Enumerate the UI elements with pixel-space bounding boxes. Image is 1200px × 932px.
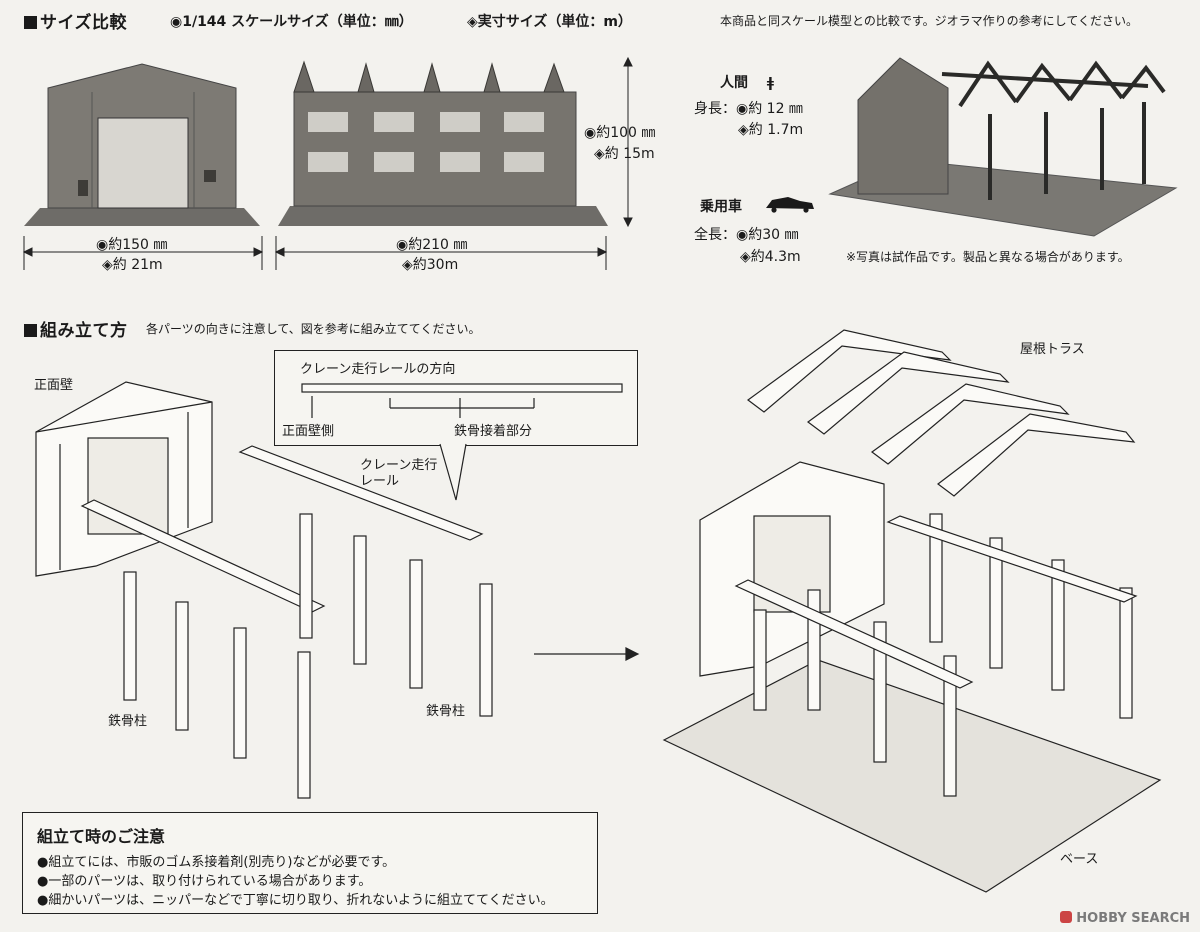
- car-icon: [766, 197, 814, 213]
- notice-title: 組立て時のご注意: [37, 827, 166, 846]
- notice-item-1: ●組立てには、市販のゴム系接着剤(別売り)などが必要です。: [37, 855, 396, 870]
- car-length-scale: 全長：◉約30 ㎜: [694, 227, 799, 243]
- assembled-rail-right: [886, 515, 1138, 603]
- base-label: ベース: [1060, 852, 1099, 867]
- hobby-search-logo-icon: [1060, 911, 1073, 923]
- hobby-search-watermark: HOBBY SEARCH: [1060, 911, 1190, 926]
- legend-scale: ◉1/144 スケールサイズ（単位：㎜）: [170, 14, 413, 30]
- crane-rail-left: [80, 499, 326, 613]
- assembled-column-4: [943, 655, 957, 797]
- assembled-column-5: [929, 513, 943, 643]
- square-bullet-icon: [24, 16, 37, 29]
- steel-column-4: [297, 651, 311, 799]
- callout-title: クレーン走行レールの方向: [300, 362, 456, 377]
- roof-truss-3: [870, 383, 1070, 465]
- car-label: 乗用車: [700, 196, 742, 216]
- dimension-lines: [22, 56, 633, 270]
- assembled-column-3: [873, 621, 887, 763]
- size-section-heading: サイズ比較: [24, 8, 127, 33]
- size-note: 本商品と同スケール模型との比較です。ジオラマ作りの参考にしてください。: [720, 14, 1138, 28]
- assembled-column-7: [1051, 559, 1065, 691]
- human-label-text: 人間: [720, 75, 748, 91]
- assembly-section-title: 組み立て方: [40, 321, 128, 341]
- isometric-view-illustration: [828, 57, 1178, 237]
- watermark-text: HOBBY SEARCH: [1076, 911, 1190, 926]
- photo-note: ※写真は試作品です。製品と異なる場合があります。: [846, 250, 1130, 264]
- steel-column-5: [299, 513, 313, 639]
- callout-front-side: 正面壁側: [282, 424, 335, 439]
- steel-column-6: [353, 535, 367, 665]
- height-actual: ◈約 15m: [594, 146, 655, 162]
- human-figure-icon: ǂ: [766, 76, 774, 91]
- roof-truss-label: 屋根トラス: [1020, 342, 1085, 357]
- human-height-scale: 身長：◉約 12 ㎜: [694, 101, 803, 117]
- steel-column-label-right: 鉄骨柱: [426, 704, 466, 719]
- roof-truss-1: [746, 329, 952, 413]
- assembled-column-1: [753, 609, 767, 711]
- front-width-scale: ◉約150 ㎜: [96, 237, 168, 253]
- steel-column-8: [479, 583, 493, 717]
- assembly-notice-box: 組立て時のご注意 ●組立てには、市販のゴム系接着剤(別売り)などが必要です。 ●…: [22, 812, 598, 914]
- size-section-title: サイズ比較: [40, 13, 127, 33]
- photo-isometric-view: [828, 44, 1178, 240]
- roof-truss-4: [937, 413, 1136, 497]
- crane-rail-right: [238, 445, 484, 541]
- front-view-illustration: [24, 63, 260, 226]
- human-label: 人間 ǂ: [720, 72, 774, 92]
- callout-joint: 鉄骨接着部分: [454, 424, 533, 439]
- steel-column-1: [123, 571, 137, 701]
- steel-column-7: [409, 559, 423, 689]
- assembly-section-heading: 組み立て方: [24, 316, 128, 341]
- callout-rail-shape: [301, 383, 623, 393]
- car-label-text: 乗用車: [700, 199, 742, 215]
- assembled-column-8: [1119, 587, 1133, 719]
- front-wall-label: 正面壁: [34, 378, 74, 393]
- base-shape: [662, 659, 1162, 893]
- rail-direction-callout: [274, 350, 638, 446]
- notice-item-3: ●細かいパーツは、ニッパーなどで丁寧に切り取り、折れないように組立ててください。: [37, 893, 554, 908]
- human-height-actual: ◈約 1.7m: [738, 122, 804, 138]
- side-width-scale: ◉約210 ㎜: [396, 237, 468, 253]
- steel-column-3: [233, 627, 247, 759]
- photo-side-view: [278, 56, 608, 228]
- height-scale: ◉約100 ㎜: [584, 125, 656, 141]
- car-length-actual: ◈約4.3m: [740, 249, 801, 265]
- assembled-rail-left: [734, 579, 974, 689]
- roof-truss-2: [806, 351, 1010, 435]
- front-width-actual: ◈約 21m: [102, 257, 163, 273]
- legend-actual: ◈実寸サイズ（単位：m）: [467, 14, 632, 30]
- crane-rail-label-line2: レール: [360, 474, 400, 489]
- square-bullet-icon-2: [24, 324, 37, 337]
- photo-front-view: [22, 58, 262, 228]
- side-width-actual: ◈約30m: [402, 257, 459, 273]
- assembled-column-6: [989, 537, 1003, 669]
- side-view-illustration: [278, 60, 608, 226]
- crane-rail-label-line1: クレーン走行: [360, 458, 438, 473]
- notice-item-2: ●一部のパーツは、取り付けられている場合があります。: [37, 874, 372, 889]
- steel-column-label-left: 鉄骨柱: [108, 714, 148, 729]
- crane-rail-label: クレーン走行 レール: [360, 458, 437, 490]
- steel-column-2: [175, 601, 189, 731]
- assembly-subtitle: 各パーツの向きに注意して、図を参考に組み立ててください。: [146, 322, 481, 336]
